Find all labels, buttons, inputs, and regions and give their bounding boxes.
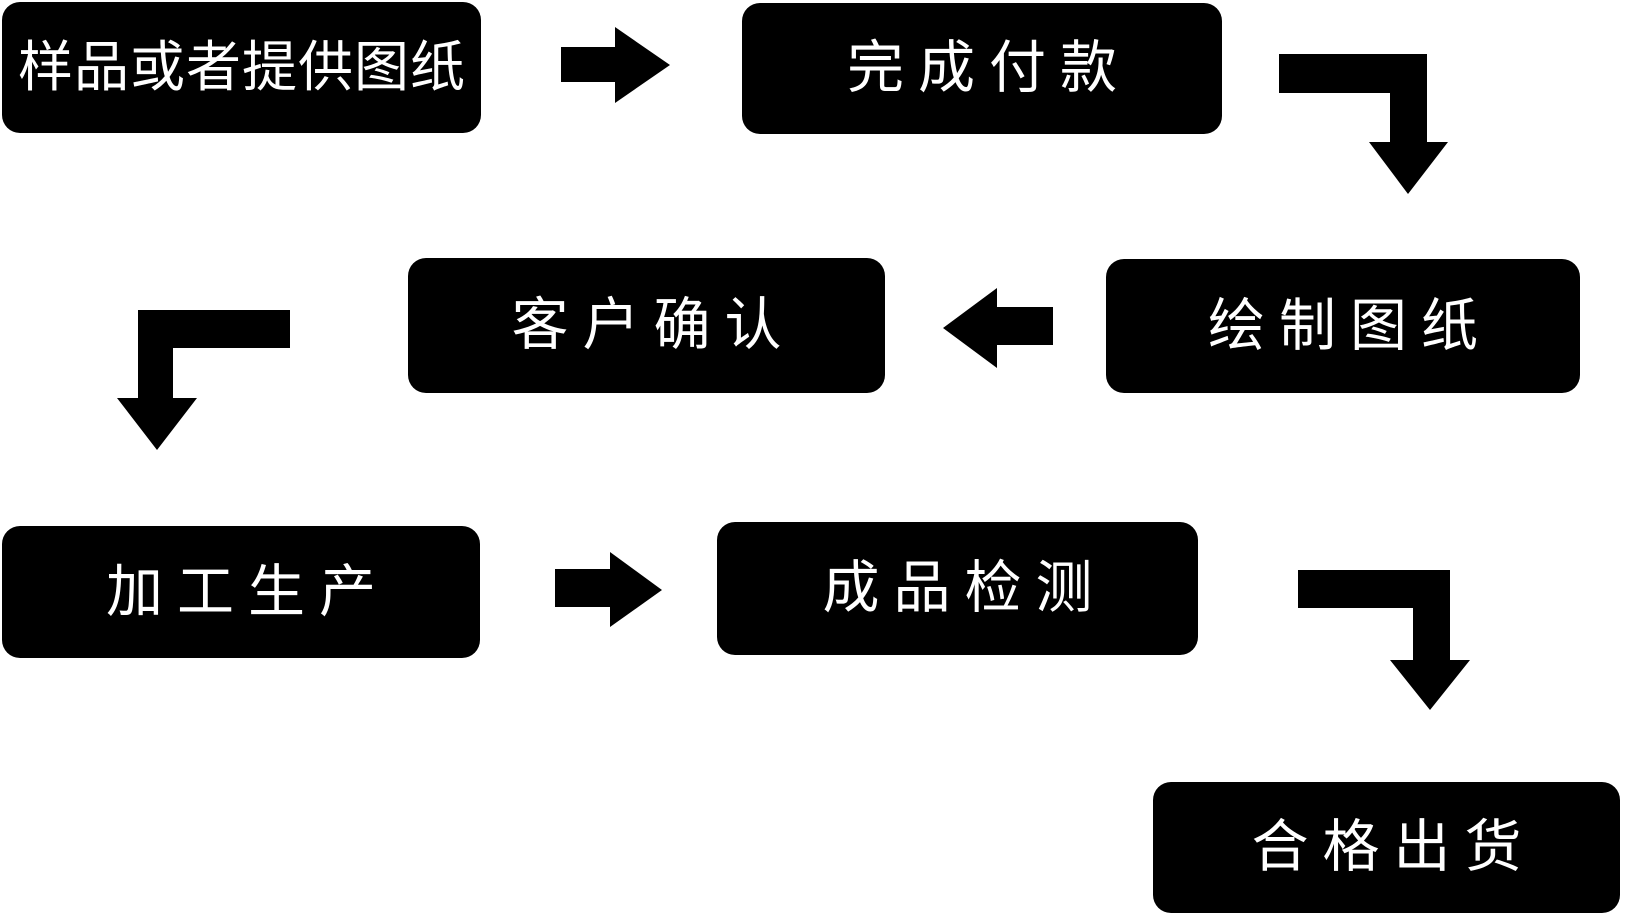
elbow-down-arrow-icon-payment-to-draw xyxy=(1279,54,1448,194)
flow-node-qualified-shipment: 合格出货 xyxy=(1153,782,1620,913)
right-arrow-icon-sample-to-payment xyxy=(561,27,670,103)
flow-node-label: 完成付款 xyxy=(847,35,1131,101)
right-arrow-icon-produce-to-inspect xyxy=(555,552,662,627)
flow-node-label: 样品或者提供图纸 xyxy=(17,35,466,99)
flow-node-label: 绘制图纸 xyxy=(1208,292,1492,359)
flow-node-product-inspection: 成品检测 xyxy=(717,522,1198,655)
elbow-down-arrow-icon-confirm-to-produce xyxy=(117,310,290,450)
flow-node-complete-payment: 完成付款 xyxy=(742,3,1222,134)
flow-node-processing-production: 加工生产 xyxy=(2,526,480,658)
elbow-down-arrow-icon-inspect-to-ship xyxy=(1298,570,1470,710)
flow-node-label: 成品检测 xyxy=(822,555,1107,621)
flow-node-draw-drawings: 绘制图纸 xyxy=(1106,259,1580,393)
flow-node-label: 合格出货 xyxy=(1251,814,1536,880)
left-arrow-icon-draw-to-confirm xyxy=(943,288,1053,368)
flow-node-sample-or-drawing: 样品或者提供图纸 xyxy=(2,2,481,133)
flow-node-customer-confirm: 客户确认 xyxy=(408,258,885,393)
flow-node-label: 加工生产 xyxy=(106,558,390,625)
flow-node-label: 客户确认 xyxy=(511,292,796,358)
